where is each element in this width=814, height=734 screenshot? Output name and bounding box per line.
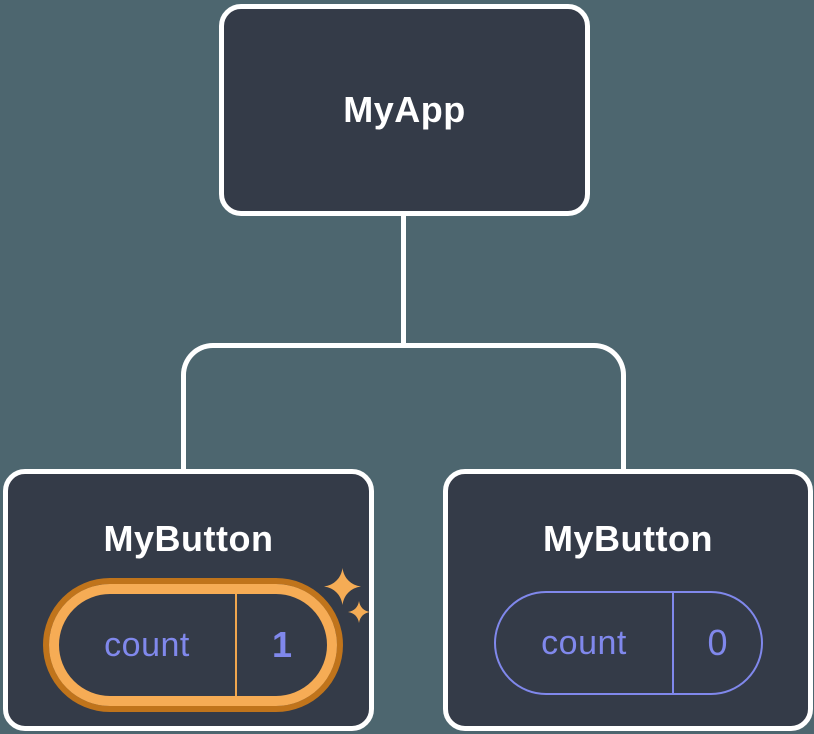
sparkle-icon-small xyxy=(348,601,370,623)
connector-stem xyxy=(401,214,406,348)
sparkle-icon-large xyxy=(324,568,361,605)
tree-node-myapp: MyApp xyxy=(219,4,590,216)
node-label-mybutton-left: MyButton xyxy=(103,518,274,559)
node-label-myapp: MyApp xyxy=(343,89,466,130)
state-pill-highlighted: count 1 xyxy=(49,584,337,706)
tree-node-mybutton-left: MyButton count 1 xyxy=(3,469,374,731)
pill-divider xyxy=(672,593,674,693)
connector-bracket xyxy=(181,343,626,469)
pill-divider xyxy=(235,594,237,696)
tree-node-mybutton-right: MyButton count 0 xyxy=(443,469,813,731)
state-value: 1 xyxy=(271,624,293,665)
state-key-label: count xyxy=(104,625,190,664)
state-value: 0 xyxy=(707,622,728,663)
state-pill: count 0 xyxy=(494,591,763,695)
node-label-mybutton-right: MyButton xyxy=(543,518,713,559)
state-key-label: count xyxy=(541,623,627,662)
